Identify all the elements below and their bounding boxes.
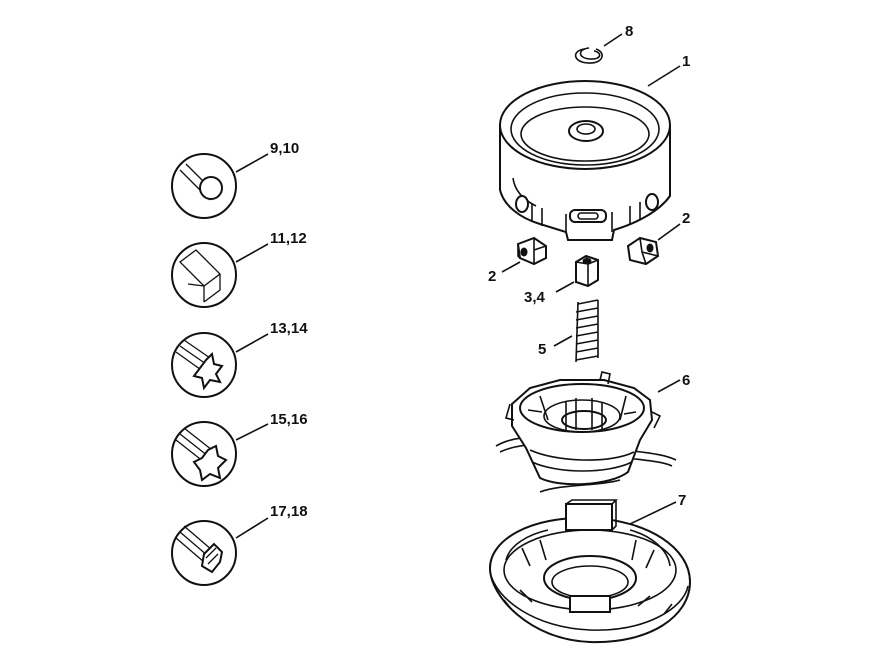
hex-nut-part xyxy=(575,254,599,288)
leader-1516 xyxy=(235,423,269,441)
line-square-circle xyxy=(171,242,237,308)
leader-2-left xyxy=(501,261,521,273)
callout-1718: 17,18 xyxy=(270,503,308,520)
callout-8: 8 xyxy=(625,23,633,40)
spring-part xyxy=(575,299,599,363)
housing-part xyxy=(499,80,671,241)
line-serrated-circle xyxy=(171,520,237,586)
spool-part xyxy=(495,371,677,493)
leader-34 xyxy=(555,281,575,293)
line-round-circle xyxy=(171,153,237,219)
callout-34: 3,4 xyxy=(524,289,546,306)
callout-2-right: 2 xyxy=(682,210,690,227)
leader-8 xyxy=(603,33,623,47)
leader-5 xyxy=(553,335,573,347)
callout-6: 6 xyxy=(682,372,690,389)
leader-910 xyxy=(235,153,269,173)
eyelet-right-part xyxy=(626,236,660,266)
cover-part xyxy=(488,499,692,644)
leader-1718 xyxy=(235,517,269,539)
snap-ring-part xyxy=(574,47,603,64)
callout-5: 5 xyxy=(538,341,546,358)
leader-7 xyxy=(629,501,677,525)
callout-7: 7 xyxy=(678,492,686,509)
callout-910: 9,10 xyxy=(270,140,299,157)
callout-2-left: 2 xyxy=(488,268,496,285)
leader-6 xyxy=(657,379,681,393)
callout-1516: 15,16 xyxy=(270,411,308,428)
callout-1112: 11,12 xyxy=(270,230,307,247)
line-twisted-circle xyxy=(171,421,237,487)
callout-1: 1 xyxy=(682,53,690,70)
eyelet-left-part xyxy=(516,236,547,266)
line-star-circle xyxy=(171,332,237,398)
leader-1112 xyxy=(235,243,269,263)
leader-2-right xyxy=(657,223,681,241)
callout-1314: 13,14 xyxy=(270,320,308,337)
leader-1 xyxy=(647,65,681,87)
leader-1314 xyxy=(235,333,269,353)
